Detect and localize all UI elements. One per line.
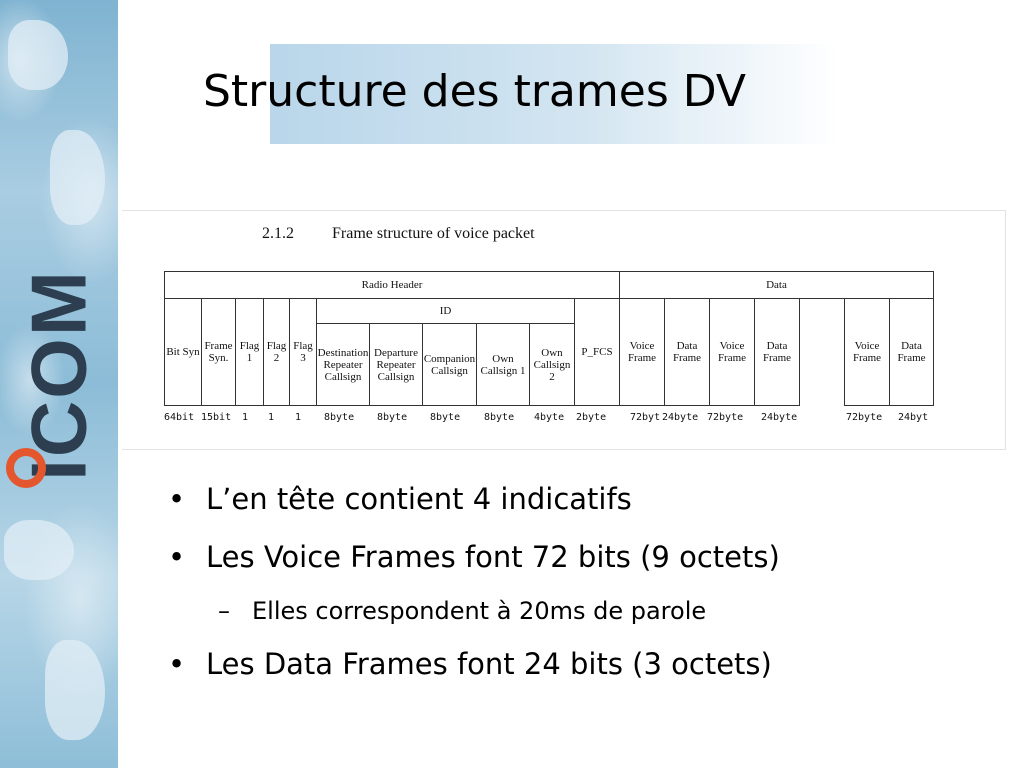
field-data-frame: Data Frame	[754, 298, 800, 406]
bullet-text: Les Data Frames font 24 bits (3 octets)	[206, 647, 772, 681]
field-sizes-row: 64bit 15bit 1 1 1 8byte 8byte 8byte 8byt…	[164, 412, 944, 426]
size-label: 1	[242, 412, 249, 423]
size-label: 1	[268, 412, 275, 423]
field-destination-callsign: Destination Repeater Callsign	[316, 323, 370, 406]
map-landmass	[45, 640, 105, 740]
data-section-cell: Data	[619, 271, 934, 299]
size-label: 72byte	[707, 412, 744, 423]
icom-logo: ICOM	[0, 260, 118, 490]
map-landmass	[50, 130, 105, 225]
title-highlight	[270, 44, 840, 144]
size-label: 15bit	[201, 412, 232, 423]
size-label: 1	[295, 412, 302, 423]
section-number: 2.1.2	[262, 225, 294, 242]
field-own-callsign-2: Own Callsign 2	[529, 323, 575, 406]
size-label: 72byte	[846, 412, 883, 423]
field-companion-callsign: Companion Callsign	[422, 323, 477, 406]
field-voice-frame: Voice Frame	[844, 298, 890, 406]
size-label: 8byte	[430, 412, 461, 423]
id-group-cell: ID	[316, 298, 575, 324]
field-bit-syn: Bit Syn	[164, 298, 202, 406]
field-flag-3: Flag 3	[289, 298, 317, 406]
bullet-text: Les Voice Frames font 72 bits (9 octets)	[206, 540, 780, 574]
size-label: 72byt	[630, 412, 661, 423]
field-voice-frame: Voice Frame	[619, 298, 665, 406]
size-label: 24byte	[662, 412, 699, 423]
field-data-frame: Data Frame	[889, 298, 934, 406]
size-label: 24byt	[898, 412, 929, 423]
field-gap	[799, 298, 845, 406]
size-label: 64bit	[164, 412, 195, 423]
bullet-dot-icon: •	[168, 540, 186, 574]
size-label: 24byte	[761, 412, 798, 423]
field-p-fcs: P_FCS	[574, 298, 620, 406]
radio-header-cell: Radio Header	[164, 271, 620, 299]
field-flag-1: Flag 1	[235, 298, 264, 406]
size-label: 8byte	[484, 412, 515, 423]
bullet-dot-icon: •	[168, 482, 186, 516]
size-label: 4byte	[534, 412, 565, 423]
field-frame-syn: Frame Syn.	[201, 298, 236, 406]
side-map-band: ICOM	[0, 0, 118, 768]
field-voice-frame: Voice Frame	[709, 298, 755, 406]
sub-bullet-dash-icon: –	[218, 597, 230, 625]
size-label: 8byte	[324, 412, 355, 423]
field-flag-2: Flag 2	[263, 298, 290, 406]
section-title: Frame structure of voice packet	[332, 225, 535, 242]
bullet-text: L’en tête contient 4 indicatifs	[206, 482, 632, 516]
field-own-callsign-1: Own Callsign 1	[476, 323, 530, 406]
frame-table: Radio Header Data Bit Syn Frame Syn. Fla…	[164, 271, 934, 406]
size-label: 8byte	[377, 412, 408, 423]
slide-title: Structure des trames DV	[203, 66, 746, 117]
sub-bullet-text: Elles correspondent à 20ms de parole	[252, 597, 707, 625]
size-label: 2byte	[576, 412, 607, 423]
logo-orange-ring-icon	[6, 448, 46, 488]
map-landmass	[4, 520, 74, 580]
field-data-frame: Data Frame	[664, 298, 710, 406]
bullet-dot-icon: •	[168, 647, 186, 681]
map-landmass	[8, 20, 68, 90]
field-departure-callsign: Departure Repeater Callsign	[369, 323, 423, 406]
frame-structure-diagram: 2.1.2 Frame structure of voice packet Ra…	[122, 210, 1006, 450]
